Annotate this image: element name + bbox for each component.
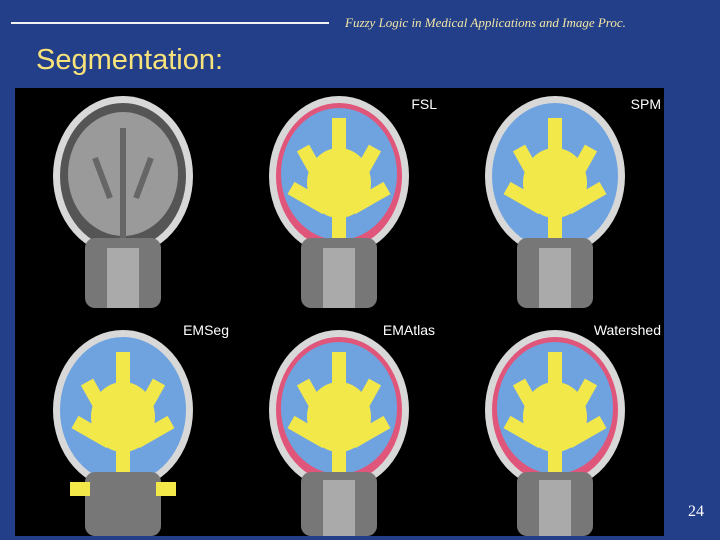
panel-watershed: Watershed: [447, 312, 663, 536]
panel-ematlas: EMAtlas: [231, 312, 447, 536]
segmentation-figure: FSL SPM EMSeg: [15, 88, 664, 536]
panel-label-emseg: EMSeg: [183, 322, 229, 338]
panel-label-watershed: Watershed: [593, 322, 661, 338]
header-rule: [11, 22, 329, 24]
page-number: 24: [688, 503, 704, 520]
panel-original-mri: [15, 88, 231, 312]
panel-label-fsl: FSL: [411, 96, 437, 112]
panel-fsl: FSL: [231, 88, 447, 312]
slide-title: Segmentation:: [36, 44, 224, 76]
panel-label-ematlas: EMAtlas: [382, 322, 435, 338]
panel-label-spm: SPM: [630, 96, 661, 112]
panel-spm: SPM: [447, 88, 663, 312]
panel-emseg: EMSeg: [15, 312, 231, 536]
header-text: Fuzzy Logic in Medical Applications and …: [345, 15, 626, 30]
